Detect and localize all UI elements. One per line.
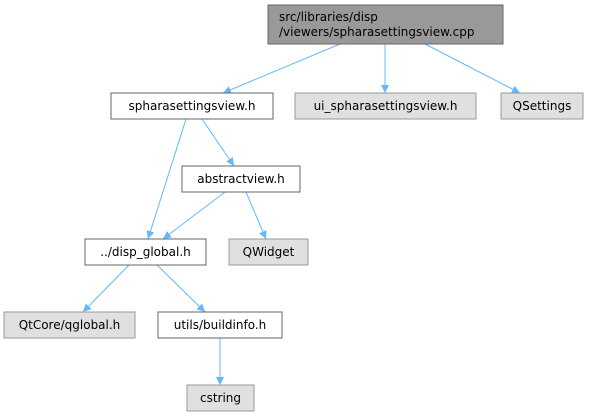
node-box	[110, 92, 274, 120]
node-label: spharasettingsview.h	[129, 99, 256, 113]
node-label: abstractview.h	[197, 172, 284, 186]
edge-abstractview_h-to-disp_global_h	[162, 191, 226, 240]
node-label: QtCore/qglobal.h	[19, 318, 121, 332]
node-label: QWidget	[243, 245, 295, 259]
node-cstring[interactable]: cstring	[186, 384, 255, 412]
node-box	[500, 92, 584, 120]
node-label: cstring	[200, 391, 241, 405]
edge-root-to-qsettings	[424, 43, 521, 94]
node-label: ../disp_global.h	[100, 245, 191, 259]
node-qtcore_qglobal_h[interactable]: QtCore/qglobal.h	[3, 311, 136, 339]
edge-abstractview_h-to-qwidget	[245, 191, 267, 240]
node-box	[181, 165, 301, 193]
node-box	[157, 311, 283, 339]
node-box	[228, 238, 309, 266]
node-box	[267, 4, 504, 45]
node-ui_spharasettingsview_h[interactable]: ui_spharasettingsview.h	[294, 92, 477, 120]
nodes: src/libraries/disp/viewers/spharasetting…	[3, 4, 584, 412]
node-qwidget[interactable]: QWidget	[228, 238, 309, 266]
edge-disp_global_h-to-utils_buildinfo_h	[156, 264, 206, 313]
edges	[82, 43, 521, 385]
edge-spharasettingsview_h-to-disp_global_h	[146, 118, 187, 240]
edge-disp_global_h-to-qtcore_qglobal_h	[82, 264, 130, 313]
node-disp_global_h[interactable]: ../disp_global.h	[84, 238, 207, 266]
edge-root-to-spharasettingsview_h	[222, 43, 341, 94]
node-label: /viewers/spharasettingsview.cpp	[279, 25, 474, 39]
node-box	[84, 238, 207, 266]
node-utils_buildinfo_h[interactable]: utils/buildinfo.h	[157, 311, 283, 339]
node-label: QSettings	[513, 99, 572, 113]
node-label: ui_spharasettingsview.h	[314, 99, 458, 113]
node-box	[294, 92, 477, 120]
node-root[interactable]: src/libraries/disp/viewers/spharasetting…	[267, 4, 504, 45]
node-spharasettingsview_h[interactable]: spharasettingsview.h	[110, 92, 274, 120]
node-box	[186, 384, 255, 412]
node-label: utils/buildinfo.h	[174, 318, 267, 332]
node-qsettings[interactable]: QSettings	[500, 92, 584, 120]
edge-spharasettingsview_h-to-abstractview_h	[201, 118, 235, 167]
node-box	[3, 311, 136, 339]
node-label: src/libraries/disp	[279, 10, 378, 24]
node-abstractview_h[interactable]: abstractview.h	[181, 165, 301, 193]
